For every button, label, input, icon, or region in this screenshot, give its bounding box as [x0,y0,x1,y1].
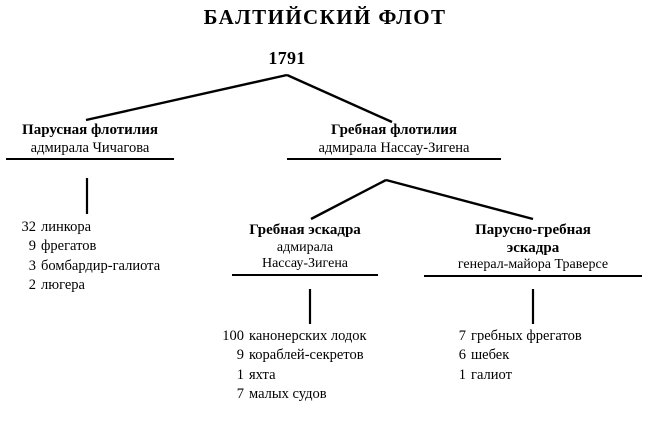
unit-label: фрегатов [41,238,97,255]
unit-label: яхта [249,366,276,383]
node-rowing-squadron-rule [232,274,378,277]
unit-label: люгера [41,276,85,293]
node-rowing-squadron: Гребная эскадра адмирала Нассау-Зигена [232,222,378,277]
page-title: БАЛТИЙСКИЙ ФЛОТ [203,5,447,29]
node-sail-rowing-squadron-title-line1: Парусно-гребная [475,222,591,238]
unit-row: 7 гребных фрегатов [452,327,582,346]
unit-quantity: 32 [21,219,37,235]
unit-quantity: 3 [28,257,36,274]
node-sail-flotilla-rule [6,158,174,161]
node-rowing-squadron-rank: адмирала [276,239,334,255]
node-rowing-flotilla-commander: адмирала Нассау-Зигена [318,139,470,156]
unit-label: гребных фрегатов [471,328,582,344]
node-rowing-flotilla-rule [287,158,501,161]
unit-row: 7 малых судов [210,385,367,404]
unit-row: 100 канонерских лодок [210,327,367,346]
connector-root-to-rowing [286,73,393,124]
node-rowing-squadron-title: Гребная эскадра [249,222,361,238]
unit-row: 9 кораблей-секретов [210,346,367,365]
unit-label: канонерских лодок [249,328,367,344]
unit-label: галиот [471,366,512,383]
connector-rowing-to-sailrow-squadron [385,178,534,221]
unit-quantity: 1 [458,366,466,383]
unit-label: шебек [471,347,510,364]
node-sail-rowing-squadron-title-line2: эскадра [506,239,560,256]
unit-label: малых судов [249,385,327,402]
unit-quantity: 7 [458,328,466,344]
node-sail-rowing-squadron-commander: генерал-майора Траверсе [457,257,609,273]
unit-row: 1 яхта [210,366,367,385]
unit-row: 9 фрегатов [8,237,160,256]
node-sail-rowing-squadron-rule [424,275,642,278]
unit-row: 3 бомбардир-галиота [8,257,160,276]
node-sail-rowing-squadron: Парусно-гребная эскадра генерал-майора Т… [424,222,642,278]
unit-quantity: 6 [458,347,466,364]
unit-quantity: 9 [236,347,244,364]
node-sail-flotilla: Парусная флотилия адмирала Чичагова [6,122,174,161]
unit-quantity: 100 [222,328,244,344]
unit-label: линкора [41,219,91,235]
node-sail-flotilla-commander: адмирала Чичагова [30,139,150,156]
unit-quantity: 7 [236,385,244,402]
node-sail-flotilla-title: Парусная флотилия [22,122,158,138]
unit-quantity: 1 [236,366,244,383]
node-rowing-flotilla-title: Гребная флотилия [330,122,457,138]
connector-root-to-sail [85,73,288,122]
node-rowing-flotilla: Гребная флотилия адмирала Нассау-Зигена [287,122,501,161]
sail-rowing-squadron-units-list: 7 гребных фрегатов 6 шебек 1 галиот [452,327,582,385]
unit-row: 1 галиот [452,366,582,385]
unit-label: бомбардир-галиота [41,257,161,274]
unit-quantity: 9 [28,238,36,255]
unit-row: 2 люгера [8,276,160,295]
unit-quantity: 2 [28,276,36,293]
unit-label: кораблей-секретов [249,347,364,364]
node-rowing-squadron-commander: Нассау-Зигена [261,256,349,272]
connector-rowing-to-rowing-squadron [310,178,387,221]
unit-row: 6 шебек [452,346,582,365]
root-node-year: 1791 [268,48,306,68]
